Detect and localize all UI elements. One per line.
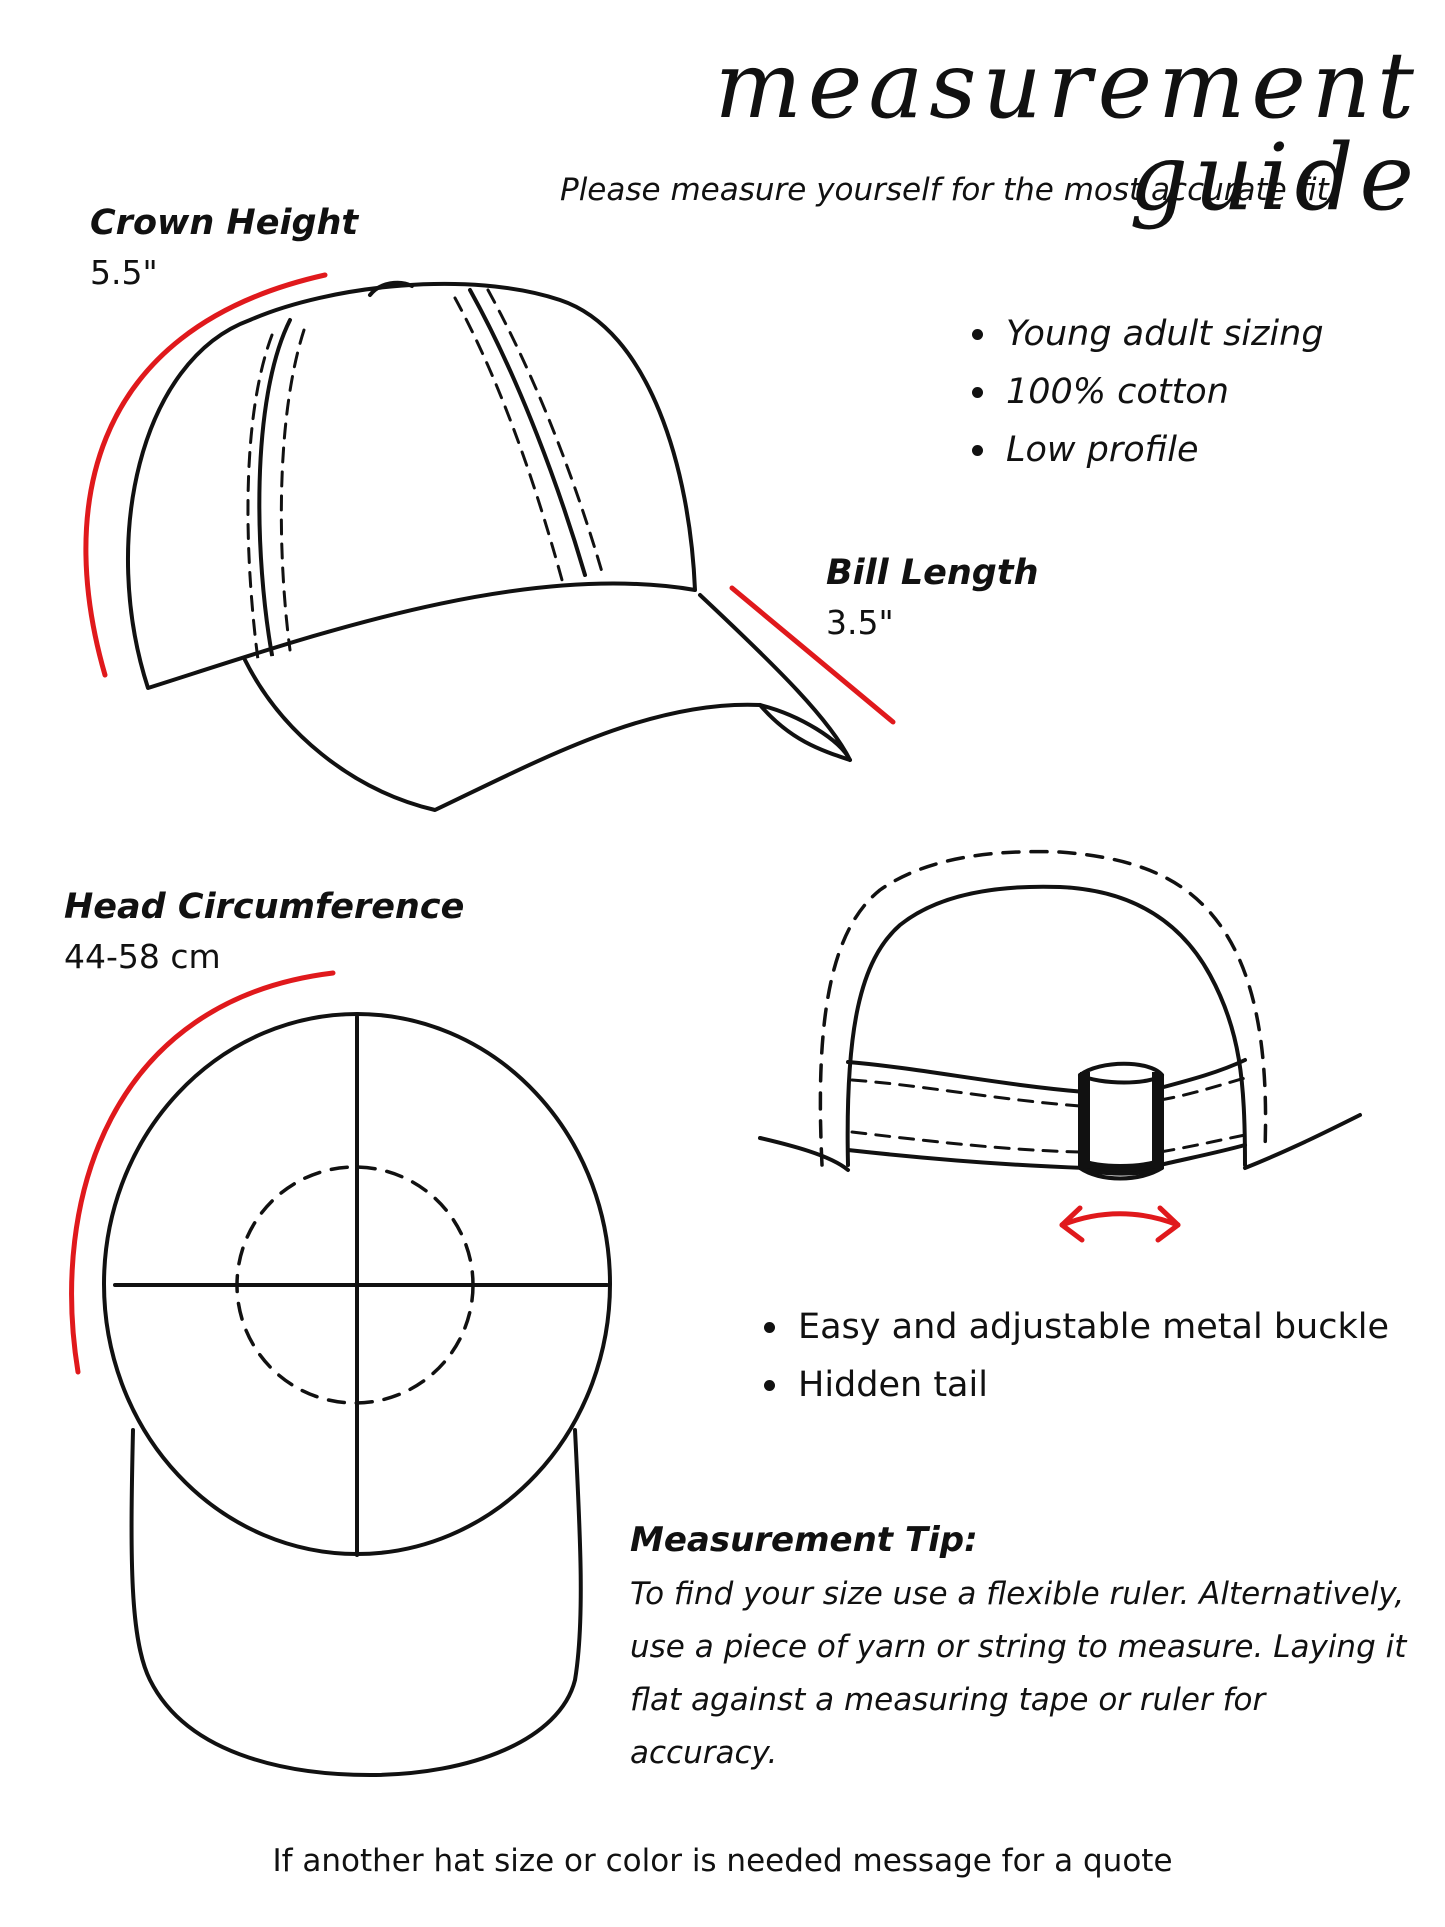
back-feature-list: Easy and adjustable metal buckle Hidden … — [758, 1298, 1389, 1414]
crown-height-label: Crown Height — [90, 203, 359, 243]
crown-height-value: 5.5" — [90, 253, 158, 292]
head-circumference-value: 44-58 cm — [64, 937, 221, 976]
crown-height-arc — [83, 272, 328, 678]
tip-title: Measurement Tip: — [630, 1520, 978, 1560]
cap-side-view — [125, 280, 852, 812]
footer-note: If another hat size or color is needed m… — [272, 1843, 1173, 1879]
cap-back-view — [758, 849, 1362, 1181]
head-circumference-label: Head Circumference — [64, 887, 465, 927]
bill-length-value: 3.5" — [826, 603, 894, 642]
back-feature-item: Hidden tail — [758, 1356, 1389, 1414]
bill-length-line — [729, 585, 896, 725]
feature-item: Young adult sizing — [966, 305, 1324, 363]
back-feature-item: Easy and adjustable metal buckle — [758, 1298, 1389, 1356]
feature-list: Young adult sizing 100% cotton Low profi… — [966, 305, 1324, 479]
adjust-arrow-icon — [1059, 1205, 1181, 1243]
tip-text: To find your size use a flexible ruler. … — [630, 1576, 1407, 1771]
feature-item: Low profile — [966, 421, 1324, 479]
page-subtitle: Please measure yourself for the most acc… — [560, 172, 1339, 208]
page-title: measurement guide — [714, 32, 1420, 231]
head-circumference-arc — [69, 970, 336, 1375]
bill-length-label: Bill Length — [826, 553, 1039, 593]
feature-item: 100% cotton — [966, 363, 1324, 421]
cap-top-view — [102, 1012, 612, 1778]
